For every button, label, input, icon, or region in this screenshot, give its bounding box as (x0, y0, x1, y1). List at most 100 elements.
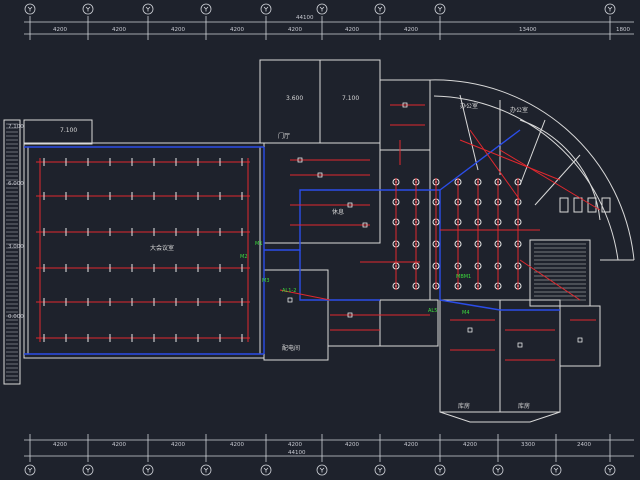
toilet-stall (587, 197, 597, 213)
dimension-segment: 1800 (616, 27, 630, 33)
room-labels: 大会议室 休息 办公室 办公室 库房 库房 配电间 3.600 7.100 7.… (60, 95, 530, 410)
room-office-1: 办公室 (460, 102, 478, 110)
axis-glyph (437, 467, 443, 473)
room-small-hall: 休息 (332, 208, 344, 216)
axis-glyph (263, 467, 269, 473)
dimension-segment: 4200 (463, 442, 477, 448)
dimension-segment: 4200 (288, 442, 302, 448)
axis-bubble (24, 3, 36, 15)
building-walls (23, 59, 635, 423)
panel-mbm1: MBM1 (456, 274, 471, 280)
top-axis-bubbles (24, 3, 616, 40)
axis-bubble (82, 464, 94, 476)
axis-glyph (263, 6, 269, 12)
switch-symbol (362, 222, 368, 228)
axis-bubble (200, 464, 212, 476)
dimension-segment: 4200 (53, 27, 67, 33)
toilet-stall (601, 197, 611, 213)
dimension-segment: 4200 (288, 27, 302, 33)
axis-bubble (24, 464, 36, 476)
axis-glyph (27, 467, 33, 473)
axis-bubble (316, 3, 328, 15)
room-storage-2: 库房 (518, 402, 530, 410)
dimension-segment: 4200 (112, 442, 126, 448)
left-level-1: 7.100 (8, 124, 24, 130)
blue-trunking (24, 129, 560, 355)
room-mid: 门厅 (278, 132, 290, 140)
wire-run (519, 259, 581, 301)
dimension-segment: 13400 (519, 27, 537, 33)
switch-symbol (347, 202, 353, 208)
switch-symbol (467, 327, 473, 333)
axis-glyph (145, 6, 151, 12)
dimension-segment: 2400 (577, 442, 591, 448)
axis-bubble (604, 464, 616, 476)
axis-glyph (319, 467, 325, 473)
level-mark-2: 7.100 (342, 95, 359, 102)
dimension-segment: 4200 (53, 442, 67, 448)
panel-m3: M3 (262, 278, 270, 284)
misc-wiring (279, 102, 601, 361)
axis-glyph (85, 6, 91, 12)
axis-bubble (260, 464, 272, 476)
axis-bubble (604, 3, 616, 15)
axis-bubble (374, 464, 386, 476)
panel-al: AL1-2 (282, 288, 296, 294)
axis-bubble (492, 464, 504, 476)
level-mark-annex: 7.100 (60, 127, 77, 134)
dimension-segment: 4200 (112, 27, 126, 33)
room-office-2: 办公室 (510, 106, 528, 114)
panel-al5: AL5 (428, 308, 437, 314)
axis-glyph (377, 467, 383, 473)
room-power: 配电间 (282, 344, 300, 352)
axis-glyph (495, 467, 501, 473)
switch-symbol (287, 297, 293, 303)
axis-glyph (319, 6, 325, 12)
dimension-segment: 3300 (521, 442, 535, 448)
switch-symbol (402, 102, 408, 108)
axis-bubble (142, 3, 154, 15)
left-section-ladder: 7.100 6.000 3.000 0.000 (3, 119, 24, 385)
room-storage-1: 库房 (458, 402, 470, 410)
switch-symbol (517, 342, 523, 348)
panel-labels: M1 M2 M3 AL1-2 AL5 MBM1 M4 (240, 241, 471, 316)
switch-symbol (297, 157, 303, 163)
dimension-segment: 4200 (230, 27, 244, 33)
left-level-2: 6.000 (8, 181, 24, 187)
axis-bubble (142, 464, 154, 476)
panel-m1: M1 (255, 241, 263, 247)
hall-lighting-circuits (36, 158, 250, 342)
axis-glyph (85, 467, 91, 473)
level-mark-1: 3.600 (286, 95, 303, 102)
top-total-dimension: 44100 (296, 15, 314, 21)
axis-glyph (145, 467, 151, 473)
top-dimension-chain: 44100 4200 4200 4200 4200 4200 4200 4200 13400 1… (24, 15, 634, 35)
bottom-axis-bubbles (24, 434, 616, 476)
dimension-segment: 4200 (230, 442, 244, 448)
wire-run (499, 149, 601, 211)
left-level-4: 0.000 (8, 314, 24, 320)
axis-bubble (260, 3, 272, 15)
panel-m4: M4 (462, 310, 470, 316)
switch-symbol (317, 172, 323, 178)
wire-run (279, 289, 331, 301)
panel-m2: M2 (240, 254, 248, 260)
wire-run (459, 139, 561, 181)
dimension-segment: 4200 (404, 442, 418, 448)
switch-symbol (577, 337, 583, 343)
dimension-segment: 4200 (345, 27, 359, 33)
axis-glyph (203, 6, 209, 12)
toilet-stall (559, 197, 569, 213)
axis-bubble (374, 3, 386, 15)
axis-bubble (316, 464, 328, 476)
axis-glyph (377, 6, 383, 12)
dimension-segment: 4200 (404, 27, 418, 33)
left-level-3: 3.000 (8, 244, 24, 250)
toilet-stall (573, 197, 583, 213)
axis-glyph (553, 467, 559, 473)
axis-bubble (200, 3, 212, 15)
dimension-segment: 4200 (345, 442, 359, 448)
dimension-segment: 4200 (171, 27, 185, 33)
